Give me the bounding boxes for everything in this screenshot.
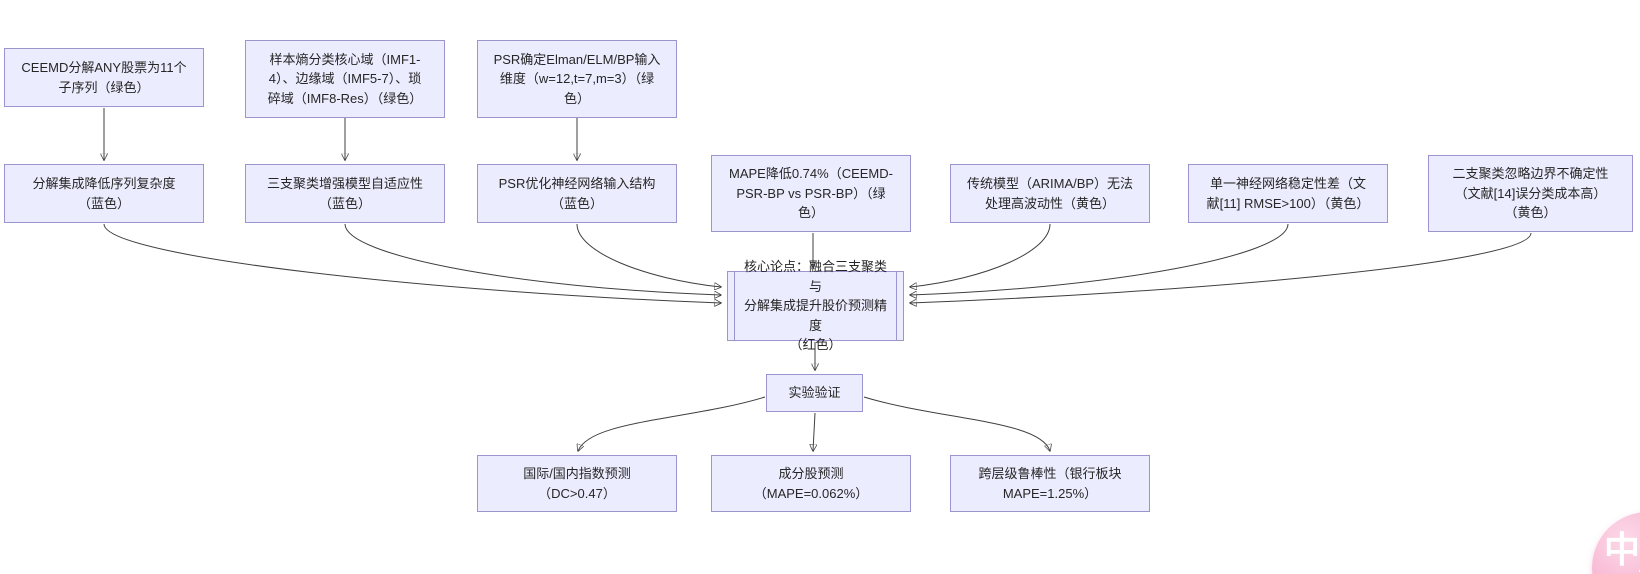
translate-zh-glyph: 中 bbox=[1604, 529, 1640, 570]
edge-threeway-core bbox=[344, 223, 721, 295]
node-psr-dim: PSR确定Elman/ELM/BP输入 维度（w=12,t=7,m=3）（绿 色… bbox=[477, 40, 677, 118]
edge-singlenn-core bbox=[910, 223, 1289, 295]
node-experiment: 实验验证 bbox=[766, 374, 863, 412]
edge-decomp-core bbox=[103, 223, 721, 303]
node-two-way: 二支聚类忽略边界不确定性 （文献[14]误分类成本高） （黄色） bbox=[1428, 155, 1633, 232]
edge-experiment-stock bbox=[813, 412, 815, 451]
node-index-prediction: 国际/国内指数预测 （DC>0.47） bbox=[477, 455, 677, 512]
edge-traditional-core bbox=[910, 223, 1051, 287]
edge-experiment-robust bbox=[863, 396, 1050, 451]
translate-en-glyph: A bbox=[1638, 544, 1640, 574]
node-ceemd: CEEMD分解ANY股票为11个 子序列（绿色） bbox=[4, 48, 204, 107]
node-mape: MAPE降低0.74%（CEEMD- PSR-BP vs PSR-BP）（绿 色… bbox=[711, 155, 911, 232]
edge-twoway-core bbox=[910, 232, 1532, 303]
node-traditional: 传统模型（ARIMA/BP）无法 处理高波动性（黄色） bbox=[950, 164, 1150, 223]
node-single-nn: 单一神经网络稳定性差（文 献[11] RMSE>100）（黄色） bbox=[1188, 164, 1388, 223]
node-psr-opt: PSR优化神经网络输入结构 （蓝色） bbox=[477, 164, 677, 223]
node-decomp: 分解集成降低序列复杂度 （蓝色） bbox=[4, 164, 204, 223]
node-robustness: 跨层级鲁棒性（银行板块 MAPE=1.25%） bbox=[950, 455, 1150, 512]
node-core-thesis: 核心论点：融合三支聚类与 分解集成提升股价预测精度 （红色） bbox=[727, 259, 904, 352]
translate-button[interactable]: 中 A bbox=[1592, 512, 1640, 574]
node-stock-prediction: 成分股预测 （MAPE=0.062%） bbox=[711, 455, 911, 512]
node-entropy: 样本熵分类核心域（IMF1- 4）、边缘域（IMF5-7）、琐 碎域（IMF8-… bbox=[245, 40, 445, 118]
edge-experiment-index bbox=[578, 396, 766, 451]
node-three-way: 三支聚类增强模型自适应性 （蓝色） bbox=[245, 164, 445, 223]
edge-psropt-core bbox=[576, 223, 721, 287]
